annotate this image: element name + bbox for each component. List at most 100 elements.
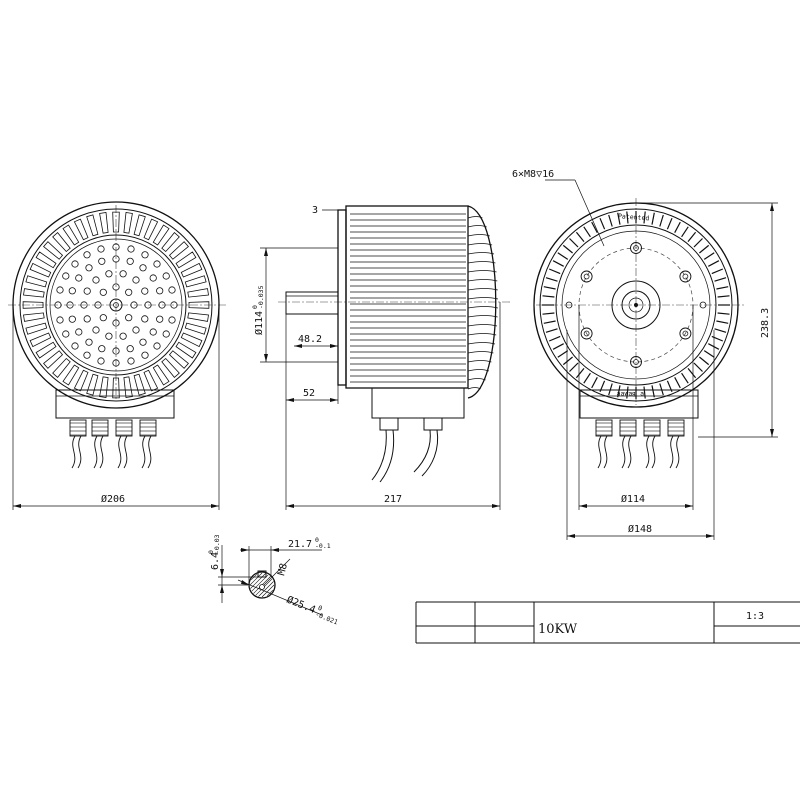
rear-tooth: [543, 286, 556, 290]
side-dome-rib: [467, 279, 498, 282]
dim-114-arrow-top: [264, 248, 268, 256]
front-vent-hole: [83, 351, 91, 359]
front-vent-hole: [156, 315, 164, 323]
front-fin: [187, 312, 209, 322]
front-vent-hole: [98, 345, 106, 353]
front-fin: [73, 218, 89, 241]
rear-tooth: [687, 231, 697, 242]
front-vent-hole: [132, 326, 140, 334]
front-gland: [69, 419, 87, 437]
front-vent-hole: [98, 257, 106, 265]
rear-tooth: [617, 385, 621, 398]
height-label: 238.3: [760, 308, 771, 338]
front-cable: [147, 435, 152, 469]
front-fin: [22, 301, 44, 309]
front-vent-hole: [68, 287, 76, 295]
key-depth-tol-upper: 0: [315, 536, 319, 544]
key-width-tol-upper: 0: [207, 550, 215, 554]
dim-114r-arrow-left: [579, 504, 587, 508]
side-dome-rib: [467, 243, 493, 246]
key-width-tol-lower: -0.03: [213, 534, 221, 554]
rear-tooth: [542, 295, 555, 298]
front-cable: [99, 435, 104, 469]
rear-cooling-teeth: [542, 211, 730, 399]
side-shaft-diameter-group: Ø114 0 -0.035: [251, 285, 265, 335]
front-vent-hole: [83, 315, 91, 323]
front-vent-hole: [158, 301, 166, 309]
side-dome-rib: [467, 252, 495, 255]
front-fin: [133, 214, 146, 237]
dim-52-arrow-right: [330, 398, 338, 402]
holes-leader-diagonal: [574, 179, 605, 247]
front-vent-hole: [156, 287, 164, 295]
front-vent-hole: [85, 264, 93, 272]
rear-cable: [645, 435, 650, 469]
rear-tooth: [626, 211, 629, 224]
rear-tooth: [608, 383, 613, 396]
side-dome-rib: [467, 342, 496, 345]
front-fin: [123, 376, 133, 398]
rear-bolt-hole: [679, 327, 692, 340]
front-fin: [187, 288, 209, 298]
rear-tooth: [714, 277, 727, 282]
front-rim-circle: [19, 208, 213, 402]
side-shaft: [285, 291, 339, 315]
rear-side-hole: [565, 301, 573, 309]
front-vent-hole: [112, 243, 120, 251]
dim-148-arrow-left: [567, 534, 575, 538]
rear-tooth: [651, 212, 655, 225]
front-fin: [25, 322, 48, 335]
rear-bolt-holes: [565, 242, 707, 368]
rear-tooth: [643, 386, 646, 399]
front-fin: [43, 241, 64, 260]
front-vent-hole: [153, 260, 161, 268]
front-inner-circle-2: [49, 238, 183, 372]
side-junction-box: [371, 387, 465, 419]
side-gland-2: [423, 417, 443, 431]
front-fin: [168, 350, 189, 369]
front-vent-hole: [83, 251, 91, 259]
rear-tooth: [659, 214, 664, 227]
rear-tooth: [562, 244, 573, 254]
front-fin: [52, 357, 71, 378]
front-vent-hole: [125, 314, 133, 322]
front-fin: [161, 232, 180, 253]
rear-tooth: [562, 356, 573, 366]
key-depth-label: 21.7: [288, 539, 312, 550]
rear-bolt-hole: [679, 270, 692, 283]
dim-238-arrow-top: [770, 203, 774, 211]
side-dome-rib: [467, 297, 499, 300]
rear-tooth: [591, 377, 598, 389]
shaft-hatch-line: [261, 584, 275, 598]
front-vent-hole: [75, 328, 83, 336]
front-gland: [115, 419, 133, 437]
shaft-diameter-tol-lower: -0.021: [314, 610, 339, 626]
front-fin: [175, 341, 197, 359]
side-dome-rib: [467, 324, 498, 327]
front-fin: [29, 332, 52, 348]
rear-tooth: [716, 320, 729, 324]
front-vent-hole: [141, 315, 149, 323]
front-fin: [73, 369, 89, 392]
front-vent-hole: [141, 251, 149, 259]
side-dome-rib: [467, 306, 498, 309]
front-vent-hole: [125, 288, 133, 296]
front-vent-hole: [139, 338, 147, 346]
side-shaft-tol-upper: 0: [251, 305, 259, 309]
rear-tooth: [699, 244, 710, 254]
rear-tooth: [548, 335, 561, 342]
rear-cable: [675, 435, 680, 469]
front-fin: [152, 224, 170, 246]
dim-21_7-arrow-left: [241, 548, 249, 552]
front-fin: [180, 332, 203, 348]
rear-gland: [595, 419, 613, 437]
front-fin: [112, 211, 120, 233]
front-vent-hole: [75, 274, 83, 282]
front-fin: [25, 275, 48, 288]
rear-gland: [619, 419, 637, 437]
front-fin: [62, 364, 80, 386]
patented-text: Patented: [618, 212, 650, 222]
front-fin: [86, 373, 99, 396]
rear-inner-ring-2: [561, 230, 711, 380]
side-dome-rib: [467, 225, 487, 228]
